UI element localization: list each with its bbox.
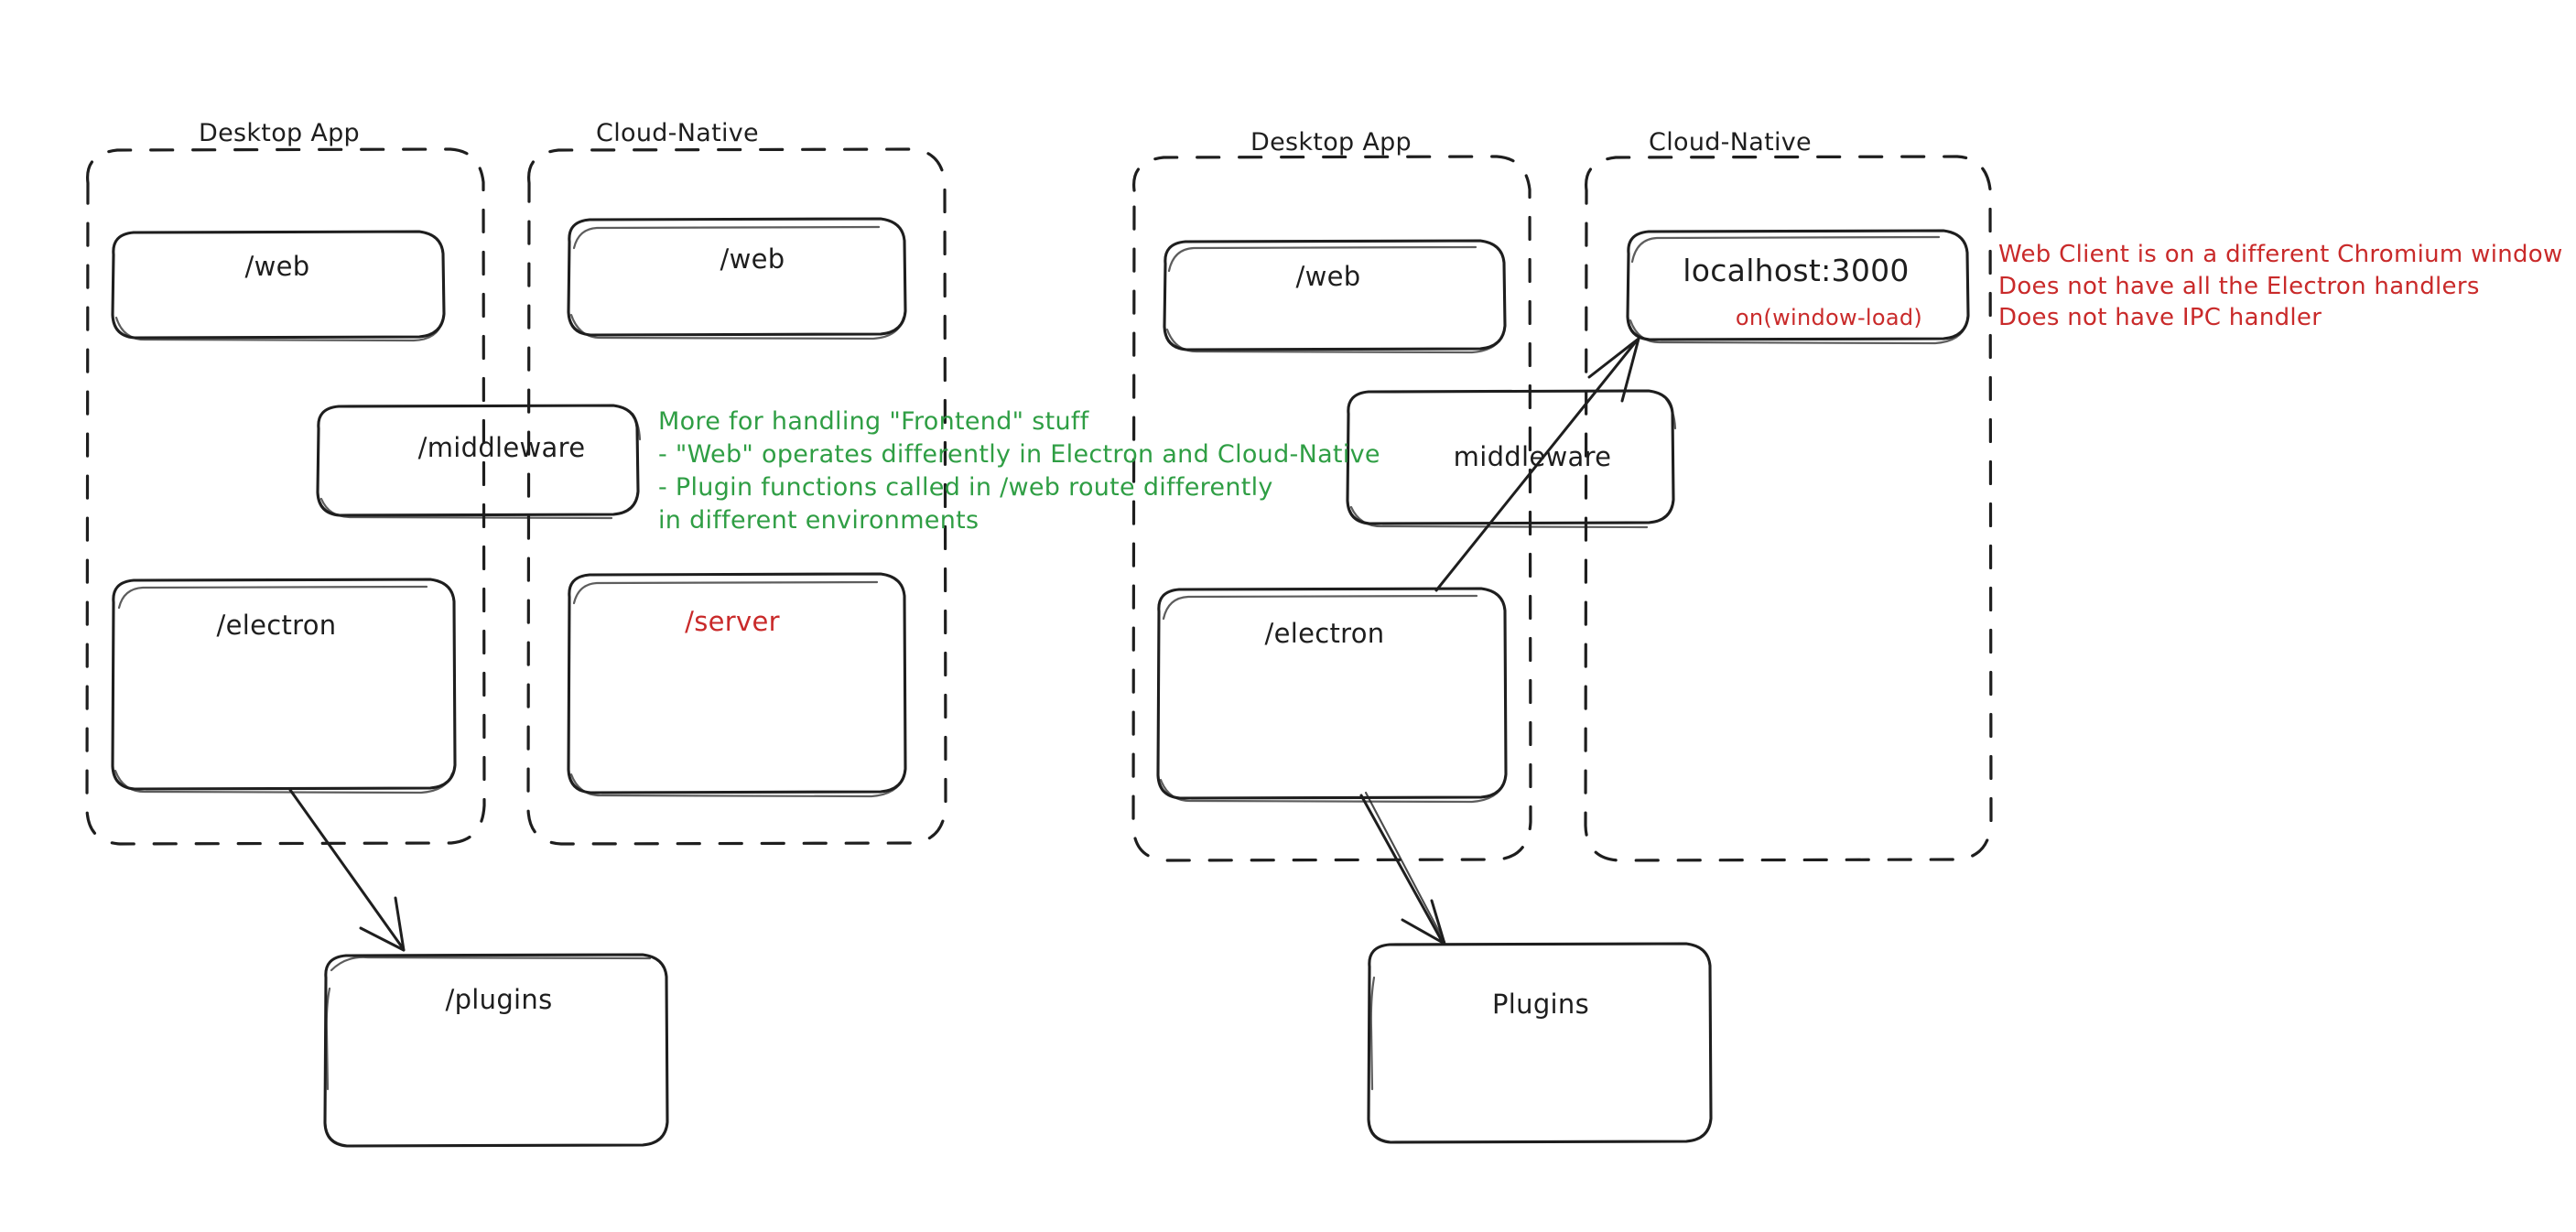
right-node-web-desktop-shape — [1163, 239, 1507, 354]
right-node-sublabel-on-window-load: on(window-load) — [1735, 305, 1923, 330]
left-node-electron-shape — [111, 578, 457, 794]
right-node-label-localhost[interactable]: localhost:3000 — [1683, 253, 1910, 288]
right-node-middleware-shape — [1346, 389, 1677, 529]
right-group-cloud-native-boundary — [1584, 155, 1993, 862]
right-group-desktop-app-boundary — [1131, 155, 1532, 862]
left-node-server-shape — [567, 572, 907, 798]
right-group-title-desktop-app: Desktop App — [1250, 128, 1412, 157]
left-node-web-desktop-shape — [111, 230, 446, 342]
right-node-localhost-shape — [1626, 229, 1970, 345]
right-node-label-plugins[interactable]: Plugins — [1492, 989, 1589, 1020]
left-node-middleware-shape — [316, 404, 642, 520]
annotation-web-client-note: Web Client is on a different Chromium wi… — [1998, 241, 2563, 332]
left-node-label-electron[interactable]: /electron — [216, 610, 337, 641]
right-group-title-cloud-native: Cloud-Native — [1649, 128, 1812, 157]
right-node-label-middleware[interactable]: middleware — [1453, 441, 1612, 472]
annotation-frontend-note: More for handling "Frontend" stuff - "We… — [658, 407, 1380, 535]
left-node-label-web-cloud[interactable]: /web — [720, 243, 785, 275]
left-node-label-server[interactable]: /server — [685, 606, 780, 637]
right-arrow-electron-to-plugins — [1359, 791, 1446, 946]
right-arrow-electron-to-localhost — [1434, 337, 1640, 592]
left-node-label-plugins[interactable]: /plugins — [445, 984, 553, 1015]
left-group-title-desktop-app: Desktop App — [199, 119, 360, 147]
right-node-plugins-shape — [1367, 942, 1713, 1144]
left-node-label-web-desktop[interactable]: /web — [244, 251, 310, 282]
right-node-label-web-desktop[interactable]: /web — [1295, 261, 1361, 292]
right-node-electron-shape — [1156, 587, 1508, 804]
right-node-label-electron[interactable]: /electron — [1264, 618, 1385, 649]
left-node-plugins-shape — [323, 953, 669, 1148]
left-arrow-electron-to-plugins — [288, 788, 406, 952]
left-group-title-cloud-native: Cloud-Native — [596, 119, 759, 147]
left-node-web-cloud-shape — [567, 217, 907, 340]
left-group-desktop-app-boundary — [85, 147, 486, 846]
left-node-label-middleware[interactable]: /middleware — [417, 432, 586, 463]
